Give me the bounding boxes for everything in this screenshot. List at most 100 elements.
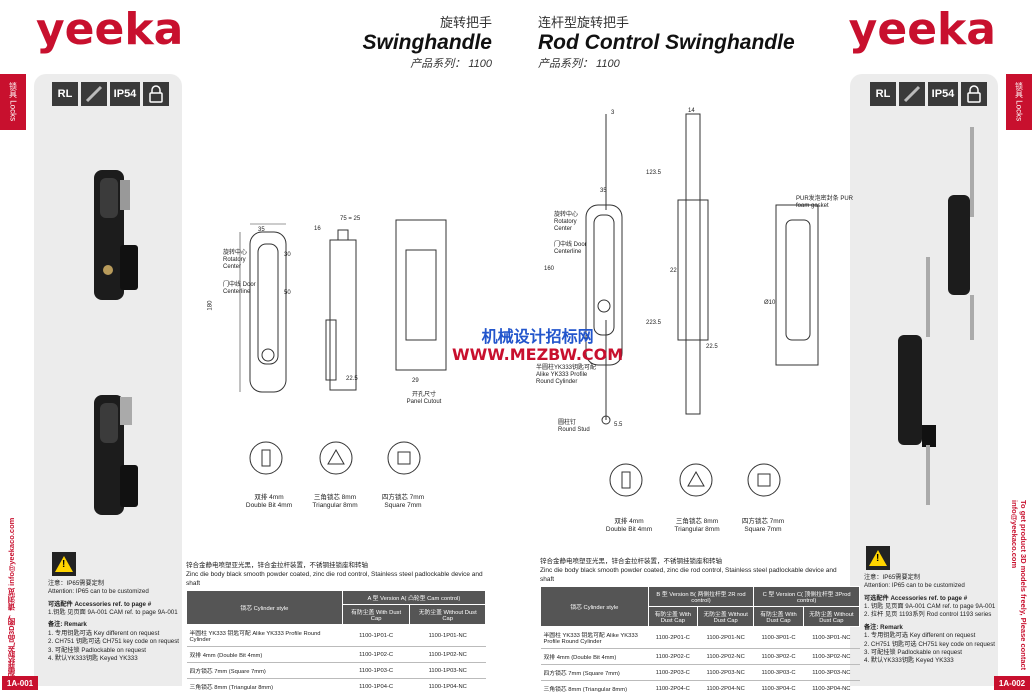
cell: 1100-1P03-C [342, 662, 410, 679]
variant-caption: 双排 4mm Double Bit 4mm [245, 494, 293, 510]
spec-table: 锁芯 Cylinder style B 型 Version B( 两侧拉杆型 2… [540, 586, 861, 692]
desc-cn: 锌合金静电喷塑亚光黑，锌合金拉杆装置，不锈钢挂锁座和转轴 [540, 558, 722, 565]
side-tab: 锁具 Locks [1006, 74, 1032, 130]
cylinder-variants-right [609, 463, 781, 497]
table-header: C 型 Version C( 顶侧拉杆型 3Prod control) [753, 586, 860, 607]
cell: 双排 4mm (Double Bit 4mm) [186, 646, 343, 663]
table-header: A 型 Version A( 凸轮型 Cam control) [341, 590, 487, 605]
rating-icons: RL IP54 [870, 82, 987, 106]
table-header: B 型 Version B( 两侧拉杆型 2R rod control) [647, 586, 755, 607]
remark-item: 3. 可配挂锁 Padlockable on request [864, 648, 963, 656]
remark-item: 4. 默认YK333钥匙 Keyed YK333 [864, 657, 954, 665]
variant-caption: 双排 4mm Double Bit 4mm [605, 518, 653, 534]
left-page: yeeka 旋转把手 Swinghandle 产品系列： 1100 锁具 Loc… [0, 4, 492, 692]
cell: 双排 4mm (Double Bit 4mm) [540, 648, 649, 665]
accessories-label: 可选配件 Accessories ref. to page # [48, 600, 152, 608]
brand-logo: yeeka [36, 4, 184, 55]
gasket-label: PUR发泡密封条 PUR foam gasket [796, 196, 854, 210]
accessories-item: 2. 拉杆 见页 1193系列 Rod control 1193 series [864, 611, 992, 619]
dim-22: 22.5 [346, 376, 358, 382]
product-photo-1 [948, 127, 974, 340]
padlock-icon [961, 82, 987, 106]
rotary-label: 旋转中心 Rotatory Center [554, 212, 579, 233]
table-header: 锁芯 Cylinder style [186, 590, 343, 625]
remarks-label: 备注: Remark [48, 621, 87, 629]
notes-block: 注意：IP65需要定制 Attention: IP65 can to be cu… [48, 580, 188, 663]
watermark-line2: WWW.MEZBW.COM [452, 345, 624, 365]
cell: 半圆柱 YK333 钥匙可配 Alike YK333 Profile Round… [186, 624, 343, 647]
cell: 1100-3P04-NC [803, 680, 860, 692]
page-number: 1A-001 [2, 676, 38, 690]
cell: 1100-2P02-NC [697, 648, 754, 665]
dim-3: 3 [611, 110, 615, 116]
dim-14: 14 [688, 108, 695, 114]
cell: 1100-1P02-C [342, 646, 410, 663]
technical-drawing-right [585, 113, 819, 425]
table-row: 半圆柱 YK333 钥匙可配 Alike YK333 Profile Round… [540, 626, 860, 649]
desc-en: Zinc die body black smooth powder coated… [186, 570, 483, 587]
vertical-note: To get product 3D models freely, Please … [1010, 500, 1028, 671]
warning-icon: ! [866, 546, 890, 570]
ip54-icon: IP54 [928, 82, 958, 106]
dim-10: Ø10 [764, 300, 776, 306]
title-en: Rod Control Swinghandle [538, 31, 795, 54]
remark-item: 1. 专用钥匙可选 Key different on request [48, 629, 160, 637]
table-header: 有防尘盖 With Dust Cap [647, 606, 699, 627]
dim-180: 180 [207, 300, 214, 311]
warning-line1: 注意：IP65需要定制 [864, 574, 921, 581]
dim-75: 75 = 25 [340, 216, 361, 222]
table-header: 无防尘盖 Without Dust Cap [802, 606, 861, 627]
dim-50: 50 [284, 290, 291, 296]
warning-line2: Attention: IP65 can to be customized [864, 582, 965, 590]
table-header: 有防尘盖 With Dust Cap [753, 606, 804, 627]
cell: 1100-2P03-C [648, 664, 698, 681]
brand-logo: yeeka [848, 4, 996, 55]
watermark: 机械设计招标网 WWW.MEZBW.COM [452, 327, 624, 365]
cell: 半圆柱 YK333 钥匙可配 Alike YK333 Profile Round… [540, 626, 649, 649]
watermark-line1: 机械设计招标网 [481, 327, 594, 346]
desc-cn: 锌合金静电喷塑亚光黑，锌合金拉杆装置，不锈钢挂锁座和转轴 [186, 562, 368, 569]
table-header: 有防尘盖 With Dust Cap [341, 604, 411, 625]
spec-table: 锁芯 Cylinder style A 型 Version A( 凸轮型 Cam… [186, 590, 487, 692]
dim-30: 30 [284, 252, 291, 258]
panel-cutout-label: 开孔尺寸 Panel Cutout [406, 392, 442, 406]
cell: 1100-3P04-C [753, 680, 804, 692]
cell: 1100-1P02-NC [409, 646, 486, 663]
table-header: 锁芯 Cylinder style [540, 586, 649, 627]
warning-line1: 注意：IP65需要定制 [48, 580, 105, 587]
cell: 1100-1P04-C [342, 678, 410, 692]
cell: 1100-2P01-NC [697, 626, 754, 649]
technical-drawing-left [239, 219, 447, 393]
cell: 1100-3P01-NC [803, 626, 860, 649]
door-label: 门中线 Door Centerline [223, 282, 256, 296]
rl-icon: RL [870, 82, 896, 106]
title-cn: 连杆型旋转把手 [538, 15, 630, 30]
cell: 1100-3P03-NC [803, 664, 860, 681]
dim-29: 29 [412, 378, 419, 384]
dim-123: 123.5 [646, 170, 662, 176]
variant-caption: 四方锁芯 7mm Square 7mm [381, 494, 425, 510]
remarks-label: 备注: Remark [864, 623, 903, 631]
rotary-label: 旋转中心 Rotatory Center [223, 250, 248, 271]
dim-223: 223.5 [646, 320, 662, 326]
remark-item: 4. 默认YK333钥匙 Keyed YK333 [48, 654, 138, 662]
padlock-icon [143, 82, 169, 106]
cell: 1100-1P04-NC [409, 678, 486, 692]
dim-55: 5.5 [614, 422, 623, 428]
remark-item: 1. 专用钥匙可选 Key different on request [864, 632, 976, 640]
variant-caption: 四方锁芯 7mm Square 7mm [741, 518, 785, 534]
accessories-item: 1.钥匙 见页面 9A-001 CAM ref. to page 9A-001 [48, 609, 178, 617]
description: 锌合金静电喷塑亚光黑，锌合金拉杆装置，不锈钢挂锁座和转轴 Zinc die bo… [540, 558, 840, 584]
cell: 三角锁芯 8mm (Triangular 8mm) [186, 678, 343, 692]
notes-block: 注意：IP65需要定制 Attention: IP65 can to be cu… [864, 574, 1004, 666]
series: 产品系列： 1100 [410, 58, 492, 70]
title-cn: 旋转把手 [439, 15, 492, 30]
remark-item: 3. 可配挂锁 Padlockable on request [48, 646, 147, 654]
warning-icon: ! [52, 552, 76, 576]
cell: 1100-3P02-NC [803, 648, 860, 665]
